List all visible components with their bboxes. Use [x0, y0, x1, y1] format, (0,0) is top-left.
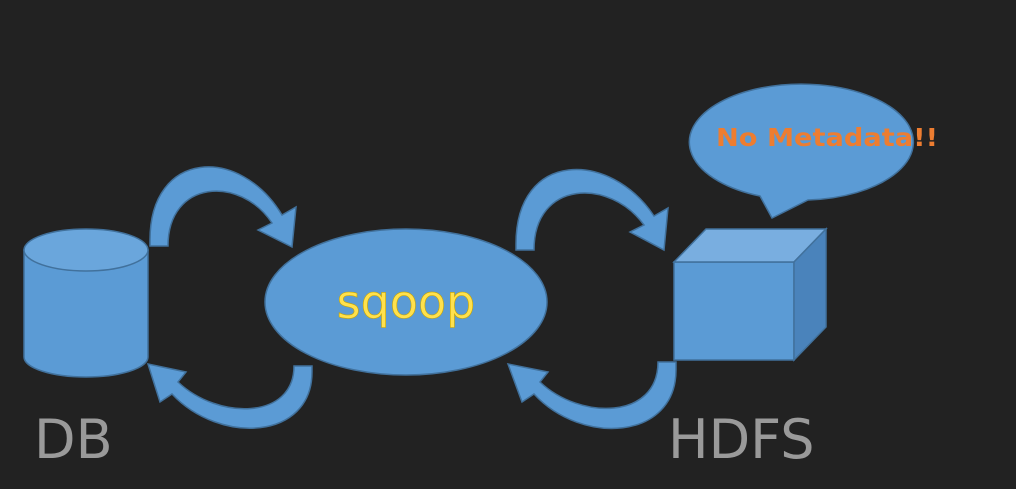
sqoop-node: sqoop: [264, 228, 548, 376]
db-cylinder-top: [23, 228, 149, 272]
hdfs-cube-front: [673, 261, 795, 361]
db-cylinder-body: [23, 249, 149, 378]
arrow-hdfs-to-sqoop: [506, 361, 677, 430]
sqoop-label: sqoop: [337, 275, 476, 329]
callout-text: No Metadata!!: [716, 123, 938, 152]
hdfs-cube: [672, 227, 828, 362]
hdfs-cube-side: [793, 227, 827, 362]
callout-bubble: No Metadata!!: [688, 83, 938, 219]
arrow-sqoop-to-db: [146, 363, 313, 429]
arrow-db-to-sqoop: [149, 166, 297, 249]
db-label: DB: [34, 408, 113, 471]
callout-bubble-shape: [688, 83, 915, 219]
arrow-sqoop-to-hdfs: [515, 168, 669, 252]
db-cylinder: [23, 228, 149, 378]
hdfs-label: HDFS: [668, 408, 815, 471]
sqoop-ellipse: [264, 228, 548, 376]
